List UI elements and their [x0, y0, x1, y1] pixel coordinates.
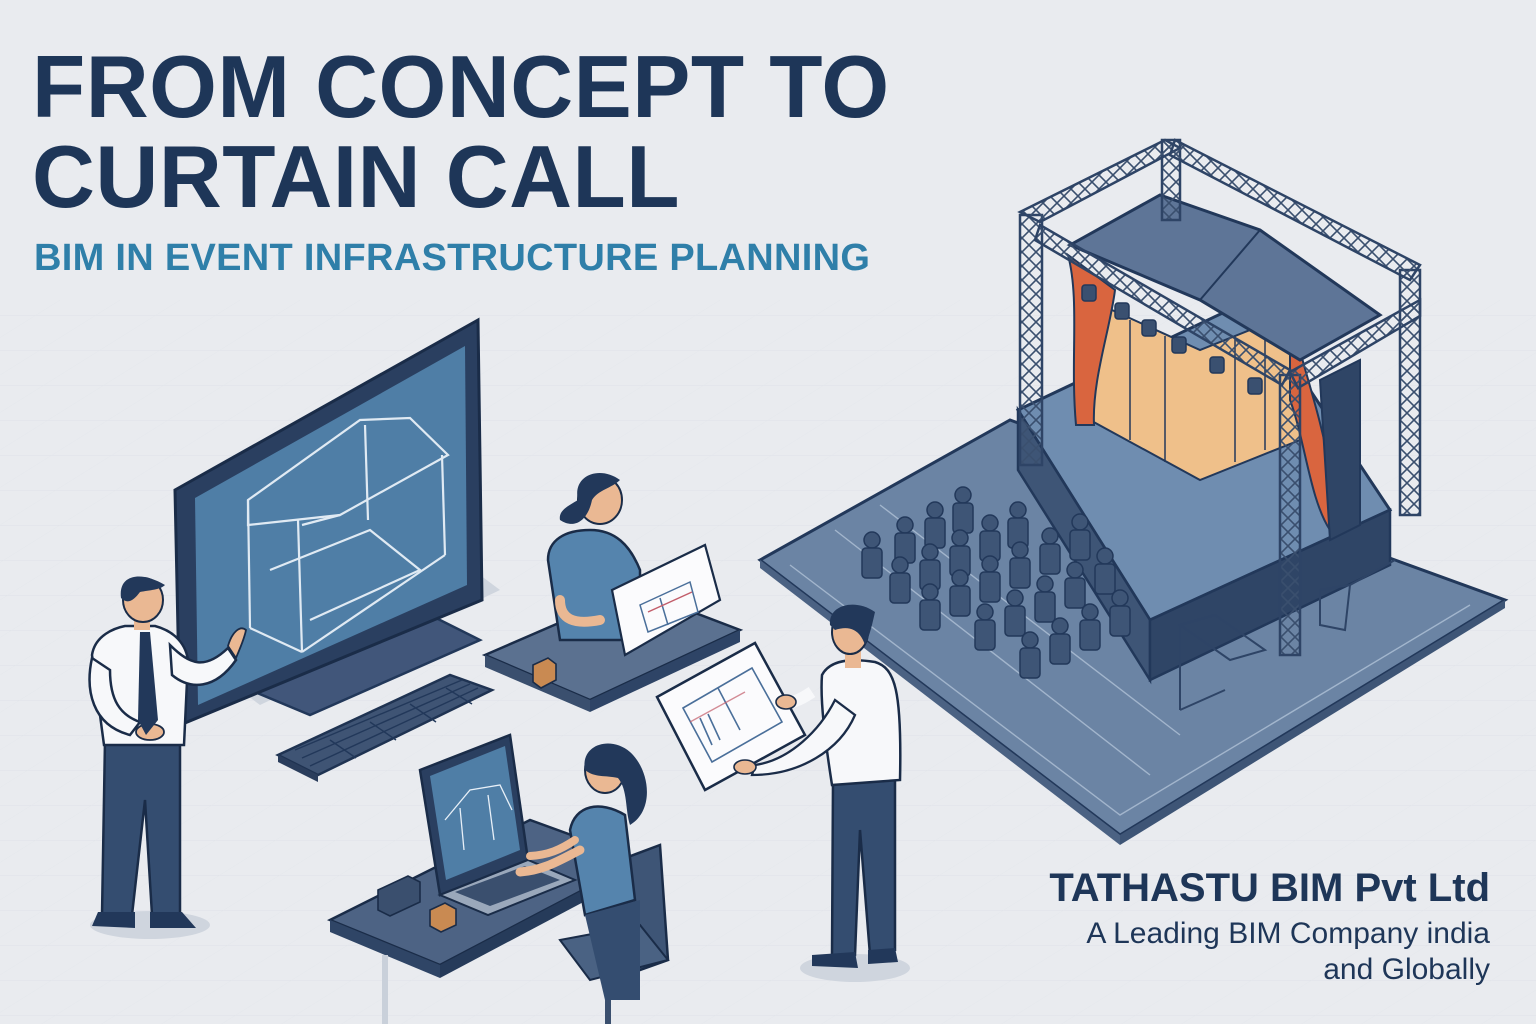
headline-line-1: FROM CONCEPT TO	[32, 37, 890, 136]
subheadline: BIM IN EVENT INFRASTRUCTURE PLANNING	[34, 237, 871, 279]
headline: FROM CONCEPT TO CURTAIN CALL	[32, 42, 890, 222]
tagline-line-2: and Globally	[1323, 953, 1490, 986]
monitor-icon	[173, 317, 500, 728]
man-presenting-icon	[88, 576, 247, 939]
brand-block: TATHASTU BIM Pvt Ltd A Leading BIM Compa…	[1049, 866, 1490, 988]
headline-line-2: CURTAIN CALL	[32, 127, 680, 226]
woman-with-blueprint-icon	[481, 472, 744, 712]
woman-at-laptop-icon	[326, 733, 670, 1024]
keyboard-icon	[275, 673, 496, 782]
man-holding-plan-icon	[655, 604, 910, 982]
company-name: TATHASTU BIM Pvt Ltd	[1049, 866, 1490, 910]
tagline-line-1: A Leading BIM Company india	[1086, 917, 1490, 950]
company-tagline: A Leading BIM Company india and Globally	[1049, 916, 1490, 988]
